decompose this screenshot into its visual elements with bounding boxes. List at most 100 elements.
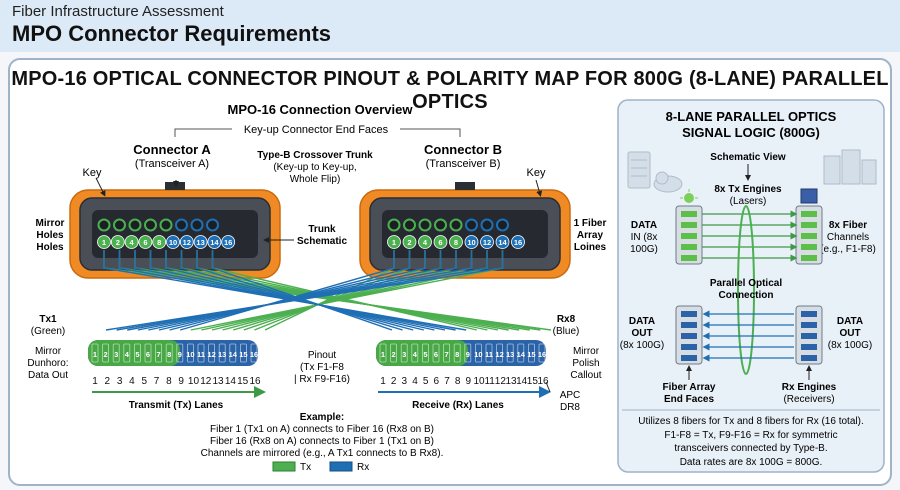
trunk-line2: (Key-up to Key-up, — [273, 162, 356, 173]
lane-slot-number: 4 — [125, 350, 130, 359]
example-line1: Fiber 1 (Tx1 on A) connects to Fiber 16 … — [210, 424, 434, 435]
engine-slot — [801, 211, 817, 217]
tx-engines-sub: (Lasers) — [730, 196, 767, 207]
fiber-hole-top — [387, 218, 401, 232]
lane-slot — [379, 343, 387, 363]
lane-slot — [102, 343, 109, 363]
rx-signal-lanes — [681, 310, 817, 362]
mirror-dunhoro-line3: Data Out — [28, 370, 68, 381]
lane-slot-number: 11 — [485, 350, 493, 359]
fiber-number: 8 — [454, 238, 458, 247]
fiber-hole — [433, 235, 448, 249]
lane-slot-number: 12 — [495, 350, 503, 359]
lane-slot-number: 12 — [207, 350, 215, 359]
lane-slot — [485, 343, 493, 363]
data-out-left-line1: DATA — [629, 316, 655, 327]
data-out-right-line3: (8x 100G) — [828, 340, 872, 351]
fiber-hole-top — [159, 218, 173, 232]
legend-tx-swatch — [272, 461, 296, 472]
lane-number: 3 — [402, 376, 408, 387]
fiber-hole-top — [97, 218, 111, 232]
fiber-hole-top — [144, 218, 157, 232]
engine-slot — [801, 322, 817, 328]
fiber-hole — [179, 235, 194, 249]
lane-slot — [390, 343, 398, 363]
lane-slot — [239, 343, 247, 363]
lane-number: 15 — [237, 376, 249, 387]
lane-slot-number: 16 — [538, 350, 546, 359]
engine-slot — [801, 222, 817, 228]
apc-line2: DR8 — [560, 402, 580, 413]
mirror-polish-line1: Mirror — [573, 346, 600, 357]
lane-number: 9 — [178, 376, 184, 387]
lane-number: 10 — [188, 376, 200, 387]
key-pointer-a — [95, 177, 106, 197]
engine-slot — [681, 311, 697, 317]
lane-slot — [496, 343, 504, 363]
fiber-hole-top — [128, 218, 142, 232]
fiber-number: 1 — [102, 238, 106, 247]
lane-slot-number: 13 — [218, 350, 226, 359]
legend-tx-label: Tx — [300, 462, 311, 473]
fiber-hole — [138, 235, 153, 249]
signal-logic-title-line1: 8-LANE PARALLEL OPTICS — [666, 109, 837, 124]
fiber-hole — [207, 235, 222, 249]
lane-slot-number: 10 — [474, 350, 482, 359]
fiber-number: 13 — [196, 238, 204, 247]
lane-number: 13 — [505, 376, 517, 387]
lane-slot-number: 6 — [146, 350, 150, 359]
pinout-line3: | Rx F9-F16) — [294, 374, 350, 385]
engine-slot — [681, 355, 697, 361]
data-out-right-line2: OUT — [839, 328, 860, 339]
lane-number: 13 — [213, 376, 225, 387]
lane-slot — [538, 343, 546, 363]
trunk-schematic-line2: Schematic — [297, 236, 347, 247]
legend-rx-label: Rx — [357, 462, 369, 473]
connector-b-title: Connector B — [424, 142, 502, 157]
key-pointer-b — [535, 179, 543, 197]
lane-number: 16 — [537, 376, 549, 387]
connector-a-title: Connector A — [133, 142, 211, 157]
lane-number: 9 — [466, 376, 472, 387]
lane-slot-number: 16 — [250, 350, 258, 359]
fiber-hole — [418, 235, 432, 249]
lane-number: 5 — [141, 376, 147, 387]
example-line3: Channels are mirrored (e.g., A Tx1 conne… — [201, 448, 444, 459]
lane-number: 2 — [391, 376, 397, 387]
fiber-number: 10 — [169, 238, 177, 247]
lane-number: 5 — [423, 376, 429, 387]
tx1-sub: (Green) — [31, 326, 65, 337]
fiber-hole-top — [496, 218, 509, 232]
fiber-array-line3: Loines — [574, 242, 607, 253]
data-in-line3: 100G) — [630, 244, 658, 255]
fiber-hole-top — [480, 218, 494, 232]
example-title: Example: — [300, 412, 344, 423]
summary-line4: Data rates are 8x 100G = 800G. — [680, 457, 823, 468]
lane-slot — [155, 343, 163, 363]
lane-number: 8 — [166, 376, 172, 387]
lane-number: 7 — [444, 376, 450, 387]
fiber-number: 4 — [130, 238, 135, 247]
lane-slot — [197, 343, 205, 363]
rx8-label: Rx8 — [557, 314, 576, 325]
rx-engines-line1: Rx Engines — [782, 382, 837, 393]
fiber-hole — [110, 235, 125, 249]
lane-slot-number: 10 — [186, 350, 194, 359]
end-faces-bracket — [174, 128, 461, 137]
lane-slot — [474, 343, 482, 363]
summary-line1: Utilizes 8 fibers for Tx and 8 fibers fo… — [638, 416, 863, 427]
apc-line1: APC — [560, 390, 581, 401]
cloud-icon — [653, 171, 683, 193]
fiber-hole-top — [403, 218, 416, 232]
fiber-array-line1: 1 Fiber — [574, 218, 607, 229]
lane-slot — [506, 343, 514, 363]
lane-slot-number: 11 — [197, 350, 205, 359]
lane-number: 14 — [225, 376, 237, 387]
lane-slot-number: 2 — [392, 350, 396, 359]
lane-slot-number: 9 — [466, 350, 470, 359]
fiber-hole — [193, 235, 208, 249]
lane-number: 1 — [380, 376, 386, 387]
lane-number: 15 — [527, 376, 539, 387]
